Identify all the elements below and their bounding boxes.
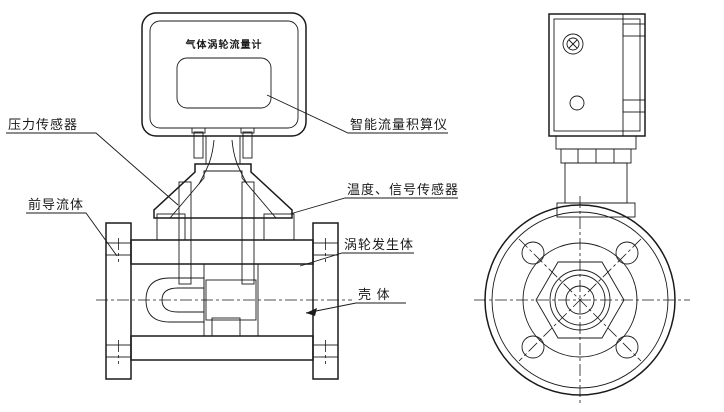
bolt-hole-bottom-left bbox=[521, 335, 545, 359]
totalizer-head: 气体涡轮流量计 bbox=[141, 12, 307, 137]
side-junction-box bbox=[548, 13, 646, 137]
bolt-hole-bottom-right bbox=[615, 335, 639, 359]
callout-pressure-sensor: 压力传感器 bbox=[6, 117, 179, 206]
sensor-bell-housing bbox=[153, 163, 293, 219]
hex-body bbox=[535, 261, 625, 339]
callout-temp-signal-sensor: 温度、信号传感器 bbox=[289, 182, 459, 215]
hinge-bottom bbox=[622, 99, 646, 113]
callout-totalizer: 智能流量积算仪 bbox=[266, 94, 448, 134]
pipe-shell bbox=[130, 213, 314, 361]
sensor-wire-right bbox=[231, 139, 248, 185]
callout-turbine-body: 涡轮发生体 bbox=[299, 237, 414, 267]
callouts: 压力传感器 前导流体 智能流量积算仪 温度、信号传感器 涡轮发生体 壳 体 bbox=[6, 94, 459, 316]
label-front-guide: 前导流体 bbox=[28, 197, 84, 212]
display-title: 气体涡轮流量计 bbox=[185, 38, 263, 51]
hinge-top bbox=[622, 23, 646, 37]
display-screen bbox=[176, 57, 272, 109]
front-flow-guide bbox=[145, 277, 205, 323]
callout-shell: 壳 体 bbox=[305, 287, 406, 316]
flange-left bbox=[105, 222, 132, 380]
front-view: 气体涡轮流量计 bbox=[96, 12, 352, 380]
label-shell: 壳 体 bbox=[358, 287, 391, 302]
flange-right bbox=[312, 222, 339, 380]
side-diagonal-centerline-2 bbox=[518, 238, 642, 362]
sensor-wire-left bbox=[198, 139, 215, 185]
label-turbine-body: 涡轮发生体 bbox=[344, 237, 414, 252]
side-view bbox=[474, 13, 690, 404]
turbine-rotor bbox=[205, 279, 257, 321]
label-pressure-sensor: 压力传感器 bbox=[8, 117, 78, 132]
label-totalizer: 智能流量积算仪 bbox=[350, 117, 448, 132]
label-temp-signal-sensor: 温度、信号传感器 bbox=[347, 182, 459, 197]
cable-gland bbox=[569, 95, 585, 111]
bolt-hole-top-right bbox=[615, 241, 639, 265]
shell-leader-arrowhead bbox=[306, 308, 317, 316]
cover-screw bbox=[562, 33, 584, 55]
pressure-sensor-rod bbox=[178, 181, 192, 285]
bolt-hole-top-left bbox=[521, 241, 545, 265]
callout-front-guide: 前导流体 bbox=[26, 197, 118, 257]
temp-signal-sensor-rod bbox=[241, 181, 255, 285]
side-neck bbox=[555, 135, 637, 218]
